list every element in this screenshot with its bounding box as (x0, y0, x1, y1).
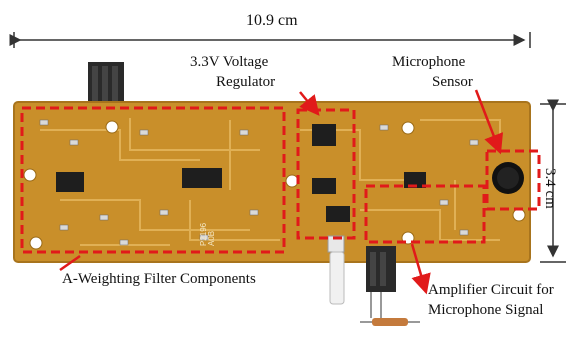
microphone (492, 162, 524, 194)
amp-callout (410, 243, 431, 295)
height-dimension (540, 99, 566, 263)
regulator-callout (299, 91, 320, 116)
width-dimension (9, 32, 531, 48)
pcb-board: A0B P2196 (13, 101, 531, 263)
filter-box (20, 106, 286, 254)
silkscreen-text: P2196 (199, 222, 208, 246)
silkscreen-text: A0B (207, 231, 216, 246)
header-connector (88, 62, 124, 108)
led-component (327, 235, 345, 305)
regulator-label-line2: Regulator (216, 74, 276, 90)
mic-label-line2: Sensor (432, 74, 473, 90)
filter-callout (59, 254, 81, 272)
mic-label-line1: Microphone (392, 54, 466, 70)
width-label: 10.9 cm (246, 12, 298, 29)
mic-callout (474, 89, 504, 155)
amp-label-line2: Microphone Signal (428, 302, 544, 318)
ic-chip (56, 124, 426, 222)
filter-label: A-Weighting Filter Components (62, 271, 256, 287)
amplifier-box (364, 184, 486, 244)
microphone-box (485, 149, 541, 211)
amplifier-connector (360, 246, 420, 326)
height-label: 3.4 cm (542, 168, 558, 209)
regulator-label-line1: 3.3V Voltage (190, 54, 269, 70)
amp-label-line1: Amplifier Circuit for (428, 282, 554, 298)
regulator-box (296, 108, 356, 240)
